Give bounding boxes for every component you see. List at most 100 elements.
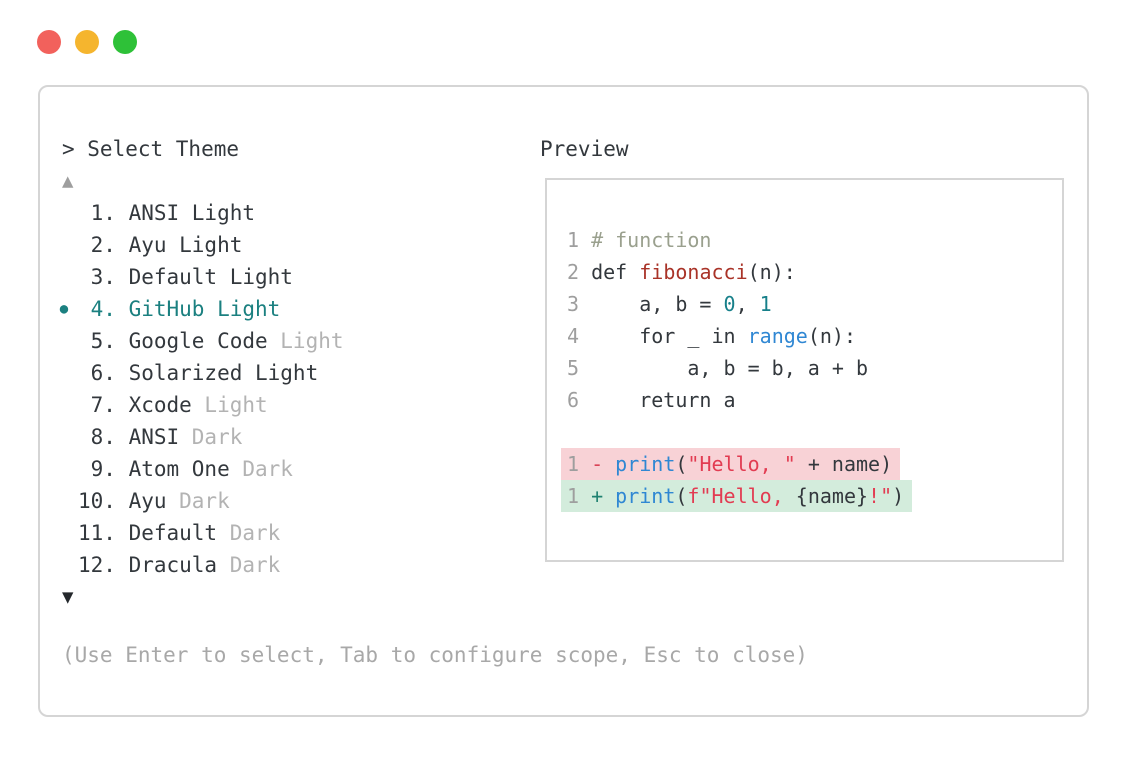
line-number: 1	[567, 484, 580, 508]
theme-option-number: 8.	[90, 425, 116, 449]
zoom-button[interactable]	[113, 30, 137, 54]
code-token: print	[615, 484, 676, 508]
code-token: range	[747, 324, 808, 348]
theme-option-label: Dracula	[128, 553, 218, 577]
theme-option-number: 5.	[90, 329, 116, 353]
line-number: 1	[567, 228, 580, 252]
theme-option[interactable]: ● 4. GitHub Light	[50, 293, 344, 325]
minimize-button[interactable]	[75, 30, 99, 54]
code-token: # function	[591, 228, 712, 252]
code-token: fibonacci	[639, 260, 748, 284]
code-line: 1 # function	[567, 224, 1062, 256]
theme-option-variant: Dark	[166, 489, 230, 513]
line-number: 4	[567, 324, 580, 348]
code-token: "Hello, "	[687, 452, 796, 476]
theme-option-label: ANSI Light	[128, 201, 255, 225]
scroll-down-indicator[interactable]: ▼	[62, 586, 74, 608]
code-token: -	[591, 452, 616, 476]
select-theme-prompt: > Select Theme	[62, 137, 240, 161]
code-line: 6 return a	[567, 384, 1062, 416]
theme-option[interactable]: 9. Atom One Dark	[50, 453, 344, 485]
theme-option-variant: Dark	[217, 521, 281, 545]
marker-placeholder	[50, 325, 78, 357]
code-token: ,	[735, 292, 760, 316]
code-token: 0	[723, 292, 736, 316]
diff-highlight: 1- print("Hello, " + name)	[561, 448, 901, 480]
code-token: )	[892, 484, 905, 508]
theme-picker-window: > Select Theme ▲ 1.ANSI Light 2. Ayu Light…	[38, 85, 1089, 717]
code-token: for _ in	[591, 324, 748, 348]
code-token: (n):	[807, 324, 856, 348]
theme-option-label: Ayu	[128, 489, 167, 513]
diff-added-line: 1+ print(f"Hello, {name}!")	[561, 480, 1062, 512]
line-number: 2	[567, 260, 580, 284]
code-token: 1	[759, 292, 772, 316]
theme-list: 1.ANSI Light 2. Ayu Light 3.Default Light ● 4…	[50, 197, 344, 581]
marker-placeholder	[50, 485, 78, 517]
marker-placeholder	[50, 517, 78, 549]
marker-placeholder	[50, 197, 78, 229]
theme-option-label: Atom One	[128, 457, 230, 481]
theme-option[interactable]: 8. ANSI Dark	[50, 421, 344, 453]
theme-option-number: 6.	[90, 361, 116, 385]
theme-option[interactable]: 7.Xcode Light	[50, 389, 344, 421]
close-button[interactable]	[37, 30, 61, 54]
theme-option-variant: Light	[191, 393, 268, 417]
code-token: def	[591, 260, 640, 284]
theme-option[interactable]: 10.Ayu Dark	[50, 485, 344, 517]
code-token: a, b =	[591, 292, 724, 316]
theme-option-number: 4.	[90, 297, 116, 321]
theme-option-variant: Dark	[217, 553, 281, 577]
theme-option-label: Xcode	[128, 393, 192, 417]
theme-option-label: Default Light	[128, 265, 293, 289]
help-text: (Use Enter to select, Tab to configure s…	[62, 643, 808, 667]
preview-title: Preview	[540, 137, 629, 161]
code-token: + name)	[795, 452, 893, 476]
theme-option-number: 2.	[90, 233, 116, 257]
theme-option-label: ANSI	[128, 425, 180, 449]
theme-option-number: 11.	[78, 521, 116, 545]
code-token: +	[591, 484, 616, 508]
theme-option-variant: Dark	[179, 425, 243, 449]
theme-option-label: Ayu Light	[128, 233, 243, 257]
marker-placeholder	[50, 357, 78, 389]
code-line: 2 def fibonacci(n):	[567, 256, 1062, 288]
theme-option-label: Solarized Light	[128, 361, 319, 385]
code-line: 4 for _ in range(n):	[567, 320, 1062, 352]
code-line: 3 a, b = 0, 1	[567, 288, 1062, 320]
code-token: (	[675, 484, 688, 508]
marker-placeholder	[50, 549, 78, 581]
selected-marker-icon: ●	[59, 301, 69, 317]
theme-option[interactable]: 3.Default Light	[50, 261, 344, 293]
theme-option[interactable]: 12. Dracula Dark	[50, 549, 344, 581]
theme-option[interactable]: 6. Solarized Light	[50, 357, 344, 389]
scroll-up-indicator[interactable]: ▲	[62, 170, 74, 192]
theme-picker: > Select Theme ▲ 1.ANSI Light 2. Ayu Light…	[50, 133, 344, 613]
code-token: f"Hello,	[687, 484, 796, 508]
code-token: (	[675, 452, 688, 476]
code-token: print	[615, 452, 676, 476]
theme-option-number: 9.	[90, 457, 116, 481]
theme-option[interactable]: 11.Default Dark	[50, 517, 344, 549]
marker-placeholder	[50, 389, 78, 421]
theme-option-label: GitHub Light	[128, 297, 281, 321]
line-number: 6	[567, 388, 580, 412]
code-token: return a	[591, 388, 736, 412]
theme-option[interactable]: 1.ANSI Light	[50, 197, 344, 229]
theme-option-number: 12.	[78, 553, 116, 577]
theme-option[interactable]: 2. Ayu Light	[50, 229, 344, 261]
diff-highlight: 1+ print(f"Hello, {name}!")	[561, 480, 913, 512]
marker-placeholder	[50, 421, 78, 453]
code-token: !"	[868, 484, 893, 508]
line-number: 3	[567, 292, 580, 316]
code-token: (n):	[747, 260, 796, 284]
window-controls	[37, 30, 137, 54]
theme-option-variant: Dark	[229, 457, 293, 481]
theme-option[interactable]: 5.Google Code Light	[50, 325, 344, 357]
marker-placeholder	[50, 261, 78, 293]
theme-option-label: Google Code	[128, 329, 268, 353]
line-number: 5	[567, 356, 580, 380]
code-line: 5 a, b = b, a + b	[567, 352, 1062, 384]
